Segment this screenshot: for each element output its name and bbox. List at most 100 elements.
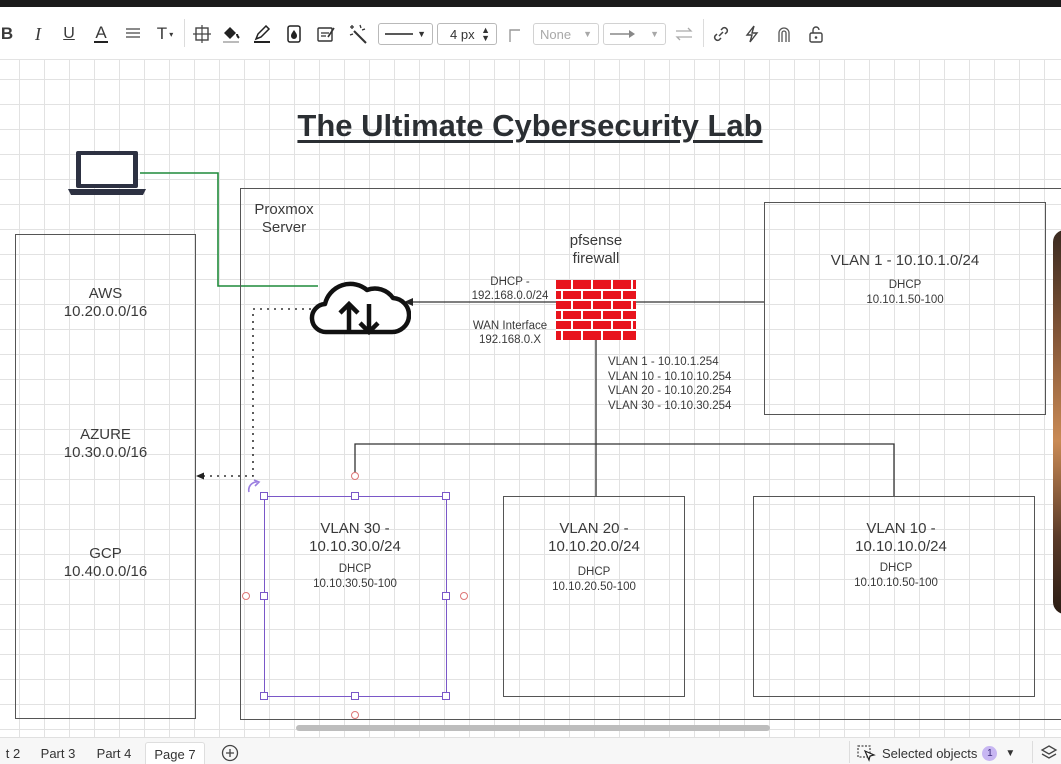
line-width-stepper[interactable]: 4 px ▲▼ [437, 23, 497, 45]
gcp-name: GCP [89, 545, 122, 562]
vlan30-title: VLAN 30 - 10.10.30.0/24 [265, 520, 445, 556]
cloud-dotted-connector[interactable] [204, 308, 318, 477]
arrow-select[interactable]: ▼ [603, 23, 666, 45]
lock-button[interactable] [804, 19, 828, 49]
vlan1-title: VLAN 1 - 10.10.1.0/24 [830, 252, 980, 269]
resize-handle-s[interactable] [351, 692, 359, 700]
laptop-icon[interactable] [68, 148, 148, 198]
cloud-providers-box[interactable]: AWS 10.20.0.0/16 AZURE 10.30.0.0/16 GCP … [15, 234, 196, 719]
proxmox-label-line2: Server [261, 219, 307, 236]
magic-button[interactable] [346, 19, 372, 49]
endpoint-value: None [540, 26, 572, 42]
add-page-button[interactable] [219, 742, 241, 764]
text-options-label: T [156, 24, 168, 43]
lock-icon [809, 26, 823, 43]
vlan20-dhcp: DHCP [577, 566, 611, 578]
font-color-button[interactable]: A [90, 19, 112, 49]
opacity-icon [287, 25, 301, 43]
page-tab[interactable]: Part 4 [96, 745, 132, 761]
vlan20-title: VLAN 20 - 10.10.20.0/24 [504, 520, 684, 556]
resize-handle-n[interactable] [351, 492, 359, 500]
aws-cidr: 10.20.0.0/16 [63, 303, 148, 320]
selected-count-badge: 1 [982, 745, 998, 761]
rotate-icon[interactable] [246, 479, 262, 495]
opacity-button[interactable] [282, 19, 306, 49]
firewall-icon[interactable] [556, 280, 636, 340]
azure-cidr: 10.30.0.0/16 [63, 444, 148, 461]
vlan1-dhcp: DHCP [888, 279, 922, 291]
connection-point-top[interactable] [351, 472, 359, 480]
italic-button[interactable]: I [28, 19, 48, 49]
layers-button[interactable] [1038, 742, 1060, 764]
page-tab[interactable]: Part 3 [40, 745, 76, 761]
resize-handle-w[interactable] [260, 592, 268, 600]
proxmox-label-line1: Proxmox [254, 201, 314, 218]
vlan30-title-line2: 10.10.30.0/24 [309, 538, 401, 555]
vlan20-title-line2: 10.10.20.0/24 [548, 538, 640, 555]
cloud-arrowhead [196, 472, 204, 480]
vlan10-box[interactable]: VLAN 10 - 10.10.10.0/24 DHCP 10.10.10.50… [753, 496, 1035, 697]
laptop-connector[interactable] [140, 172, 318, 287]
diagram-canvas[interactable]: The Ultimate Cybersecurity Lab AWS 10.20… [0, 60, 1061, 737]
vlan1-box[interactable]: VLAN 1 - 10.10.1.0/24 DHCP 10.10.1.50-10… [764, 202, 1046, 415]
vlan-gateway-30: VLAN 30 - 10.10.30.254 [608, 399, 732, 412]
wan-interface-label: WAN Interface 192.168.0.X [462, 319, 558, 347]
underline-label: U [63, 25, 75, 42]
page-tab[interactable]: t 2 [5, 745, 21, 761]
line-style-select[interactable]: ▼ [378, 23, 433, 45]
italic-label: I [35, 23, 41, 44]
lightning-button[interactable] [740, 19, 764, 49]
page-tab-active[interactable]: Page 7 [145, 742, 205, 764]
aws-name: AWS [88, 285, 123, 302]
swap-icon [675, 27, 693, 41]
align-button[interactable] [122, 19, 144, 49]
font-color-label: A [95, 23, 107, 42]
line-color-button[interactable] [250, 19, 274, 49]
footer-divider [1032, 741, 1033, 763]
format-toolbar: B I U A T▾ [0, 7, 1061, 60]
proxmox-label: Proxmox Server [248, 201, 320, 237]
gcp-label: GCP 10.40.0.0/16 [16, 545, 195, 581]
wan-interface-line1: WAN Interface [472, 320, 548, 332]
link-button[interactable] [709, 19, 733, 49]
magnet-button[interactable] [772, 19, 796, 49]
resize-handle-se[interactable] [442, 692, 450, 700]
vlan-bus-connector[interactable] [354, 443, 895, 496]
horizontal-scrollbar[interactable] [296, 725, 770, 731]
cloud-sync-icon[interactable] [305, 268, 411, 336]
style-icon [317, 27, 335, 42]
vlan10-title-line2: 10.10.10.0/24 [855, 538, 947, 555]
shape-options-button[interactable] [190, 19, 214, 49]
style-button[interactable] [313, 19, 339, 49]
magic-icon [349, 24, 367, 44]
bold-button[interactable]: B [0, 19, 14, 49]
resize-handle-ne[interactable] [442, 492, 450, 500]
swap-button[interactable] [672, 19, 696, 49]
stepper-arrows-icon[interactable]: ▲▼ [481, 25, 490, 43]
underline-button[interactable]: U [59, 19, 79, 49]
resize-handle-nw[interactable] [260, 492, 268, 500]
dhcp-wan-line2: 192.168.0.0/24 [471, 290, 549, 302]
vlan10-title: VLAN 10 - 10.10.10.0/24 [754, 520, 1048, 556]
dhcp-wan-line1: DHCP - [490, 276, 530, 288]
resize-handle-e[interactable] [442, 592, 450, 600]
vlan30-range: 10.10.30.50-100 [313, 578, 397, 590]
wan-interface-line2: 192.168.0.X [478, 334, 542, 346]
selected-objects-button[interactable]: Selected objects 1 ▼ [857, 742, 1027, 764]
text-options-button[interactable]: T▾ [156, 24, 174, 43]
waypoint-button[interactable] [504, 19, 526, 49]
vlan20-title-line1: VLAN 20 - [559, 520, 629, 537]
layers-icon [1040, 745, 1058, 759]
connection-point-right[interactable] [460, 592, 468, 600]
vlan30-box[interactable]: VLAN 30 - 10.10.30.0/24 DHCP 10.10.30.50… [264, 496, 447, 697]
vlan20-box[interactable]: VLAN 20 - 10.10.20.0/24 DHCP 10.10.20.50… [503, 496, 685, 697]
connection-point-bottom[interactable] [351, 711, 359, 719]
proxmox-server-container[interactable] [240, 188, 1061, 720]
endpoint-select[interactable]: None▼ [533, 23, 599, 45]
fill-color-button[interactable] [219, 19, 243, 49]
resize-handle-sw[interactable] [260, 692, 268, 700]
pfsense-label-line1: pfsense [569, 232, 623, 249]
connection-point-left[interactable] [242, 592, 250, 600]
line-width-value: 4 px [450, 26, 475, 42]
diagram-title[interactable]: The Ultimate Cybersecurity Lab [297, 108, 763, 143]
